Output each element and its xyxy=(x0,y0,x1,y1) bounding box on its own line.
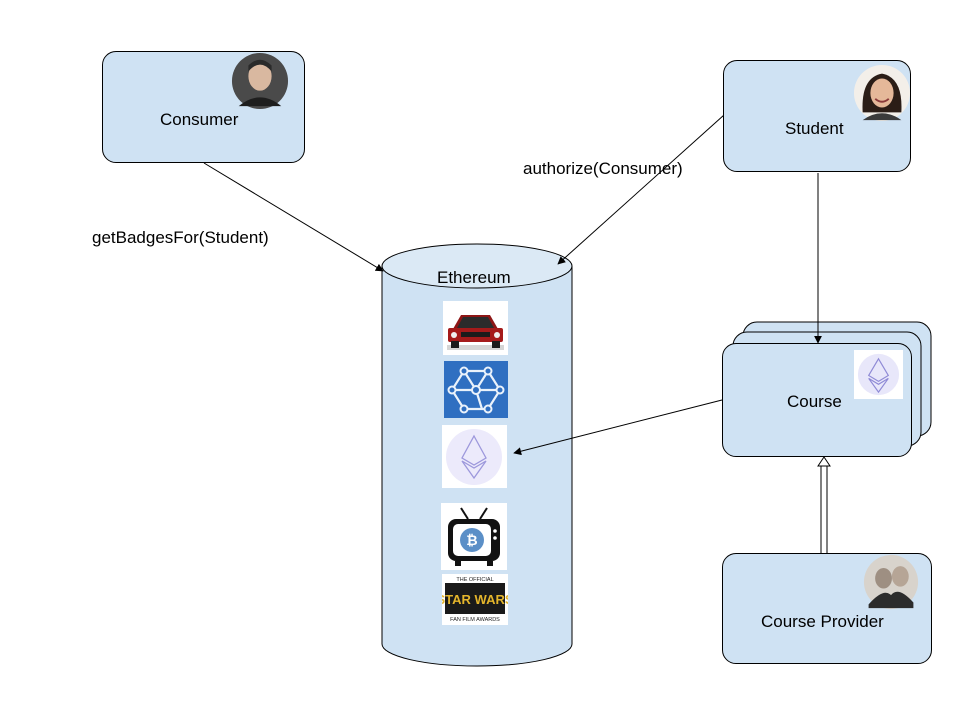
consumer-label: Consumer xyxy=(160,110,239,129)
edge-label-getbadgesfor: getBadgesFor(Student) xyxy=(92,228,269,247)
edge-student-to-ethereum xyxy=(557,114,725,265)
course-label: Course xyxy=(787,392,842,411)
person-avatar-icon xyxy=(853,64,911,122)
ethereum-badge-icon xyxy=(442,425,507,488)
star-wars-top-text: THE OFFICIAL xyxy=(456,577,493,583)
edge-consumer-to-ethereum xyxy=(203,162,384,272)
car-badge-icon xyxy=(443,301,508,355)
ethereum-logo-icon xyxy=(854,350,903,399)
edge-label-authorize: authorize(Consumer) xyxy=(523,159,683,178)
people-avatar-icon xyxy=(863,554,919,610)
network-badge-icon xyxy=(444,361,508,418)
star-wars-bottom-text: FAN FILM AWARDS xyxy=(450,617,500,623)
star-wars-badge-icon: THE OFFICIAL STAR WARS FAN FILM AWARDS xyxy=(442,574,508,625)
person-avatar-icon xyxy=(231,52,289,110)
student-label: Student xyxy=(785,119,844,138)
svg-text:₿: ₿ xyxy=(466,532,477,548)
bitcoin-tv-badge-icon: ₿ xyxy=(441,503,507,570)
ethereum-label: Ethereum xyxy=(437,268,511,287)
star-wars-main-text: STAR WARS xyxy=(442,592,508,607)
course-provider-label: Course Provider xyxy=(761,612,884,631)
edge-course-to-ethereum-badge xyxy=(513,399,723,456)
edge-course-provider-to-course xyxy=(817,456,831,553)
